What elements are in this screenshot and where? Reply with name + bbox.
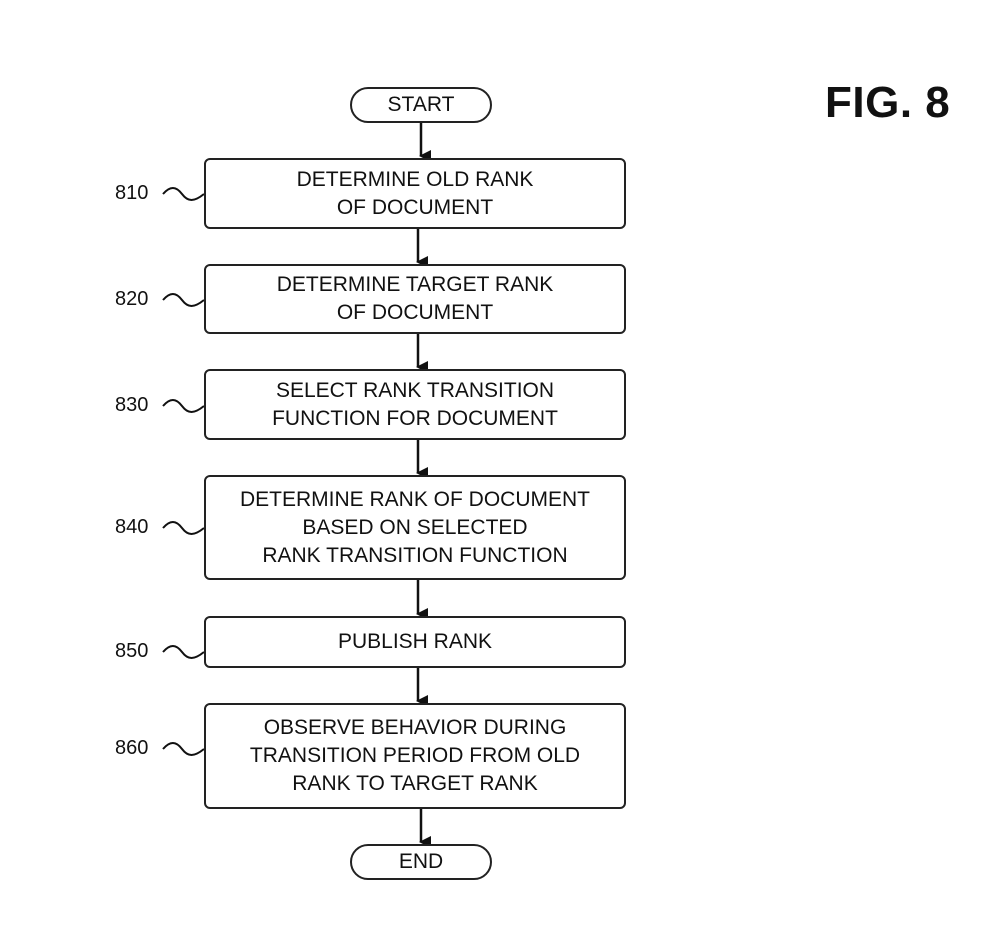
ref-label-850: 850	[115, 640, 149, 662]
end-label: END	[398, 850, 444, 873]
ref-label-840: 840	[115, 516, 149, 538]
leader-810	[162, 187, 205, 201]
ref-label-860: 860	[115, 737, 149, 759]
ref-label-830: 830	[115, 394, 149, 416]
leader-850	[162, 645, 205, 659]
step-box-860: OBSERVE BEHAVIOR DURING TRANSITION PERIO…	[204, 703, 626, 809]
step-box-830: SELECT RANK TRANSITION FUNCTION FOR DOCU…	[204, 369, 626, 440]
leader-830	[162, 399, 205, 413]
step-text-820: DETERMINE TARGET RANK OF DOCUMENT	[276, 273, 554, 324]
figure-title: FIG. 8	[825, 78, 951, 127]
start-terminal: START	[350, 87, 492, 123]
ref-label-820: 820	[115, 288, 149, 310]
step-box-850: PUBLISH RANK	[204, 616, 626, 668]
leader-820	[162, 293, 205, 307]
end-terminal: END	[350, 844, 492, 880]
leader-860	[162, 742, 205, 756]
step-text-840: DETERMINE RANK OF DOCUMENT BASED ON SELE…	[239, 487, 590, 567]
step-box-820: DETERMINE TARGET RANK OF DOCUMENT	[204, 264, 626, 334]
step-text-860: OBSERVE BEHAVIOR DURING TRANSITION PERIO…	[249, 716, 581, 795]
step-text-850: PUBLISH RANK	[337, 630, 493, 653]
step-box-810: DETERMINE OLD RANK OF DOCUMENT	[204, 158, 626, 229]
step-text-830: SELECT RANK TRANSITION FUNCTION FOR DOCU…	[272, 378, 558, 430]
ref-label-810: 810	[115, 182, 149, 204]
step-box-840: DETERMINE RANK OF DOCUMENT BASED ON SELE…	[204, 475, 626, 580]
step-text-810: DETERMINE OLD RANK OF DOCUMENT	[296, 167, 534, 219]
start-label: START	[387, 93, 455, 116]
leader-840	[162, 521, 205, 535]
